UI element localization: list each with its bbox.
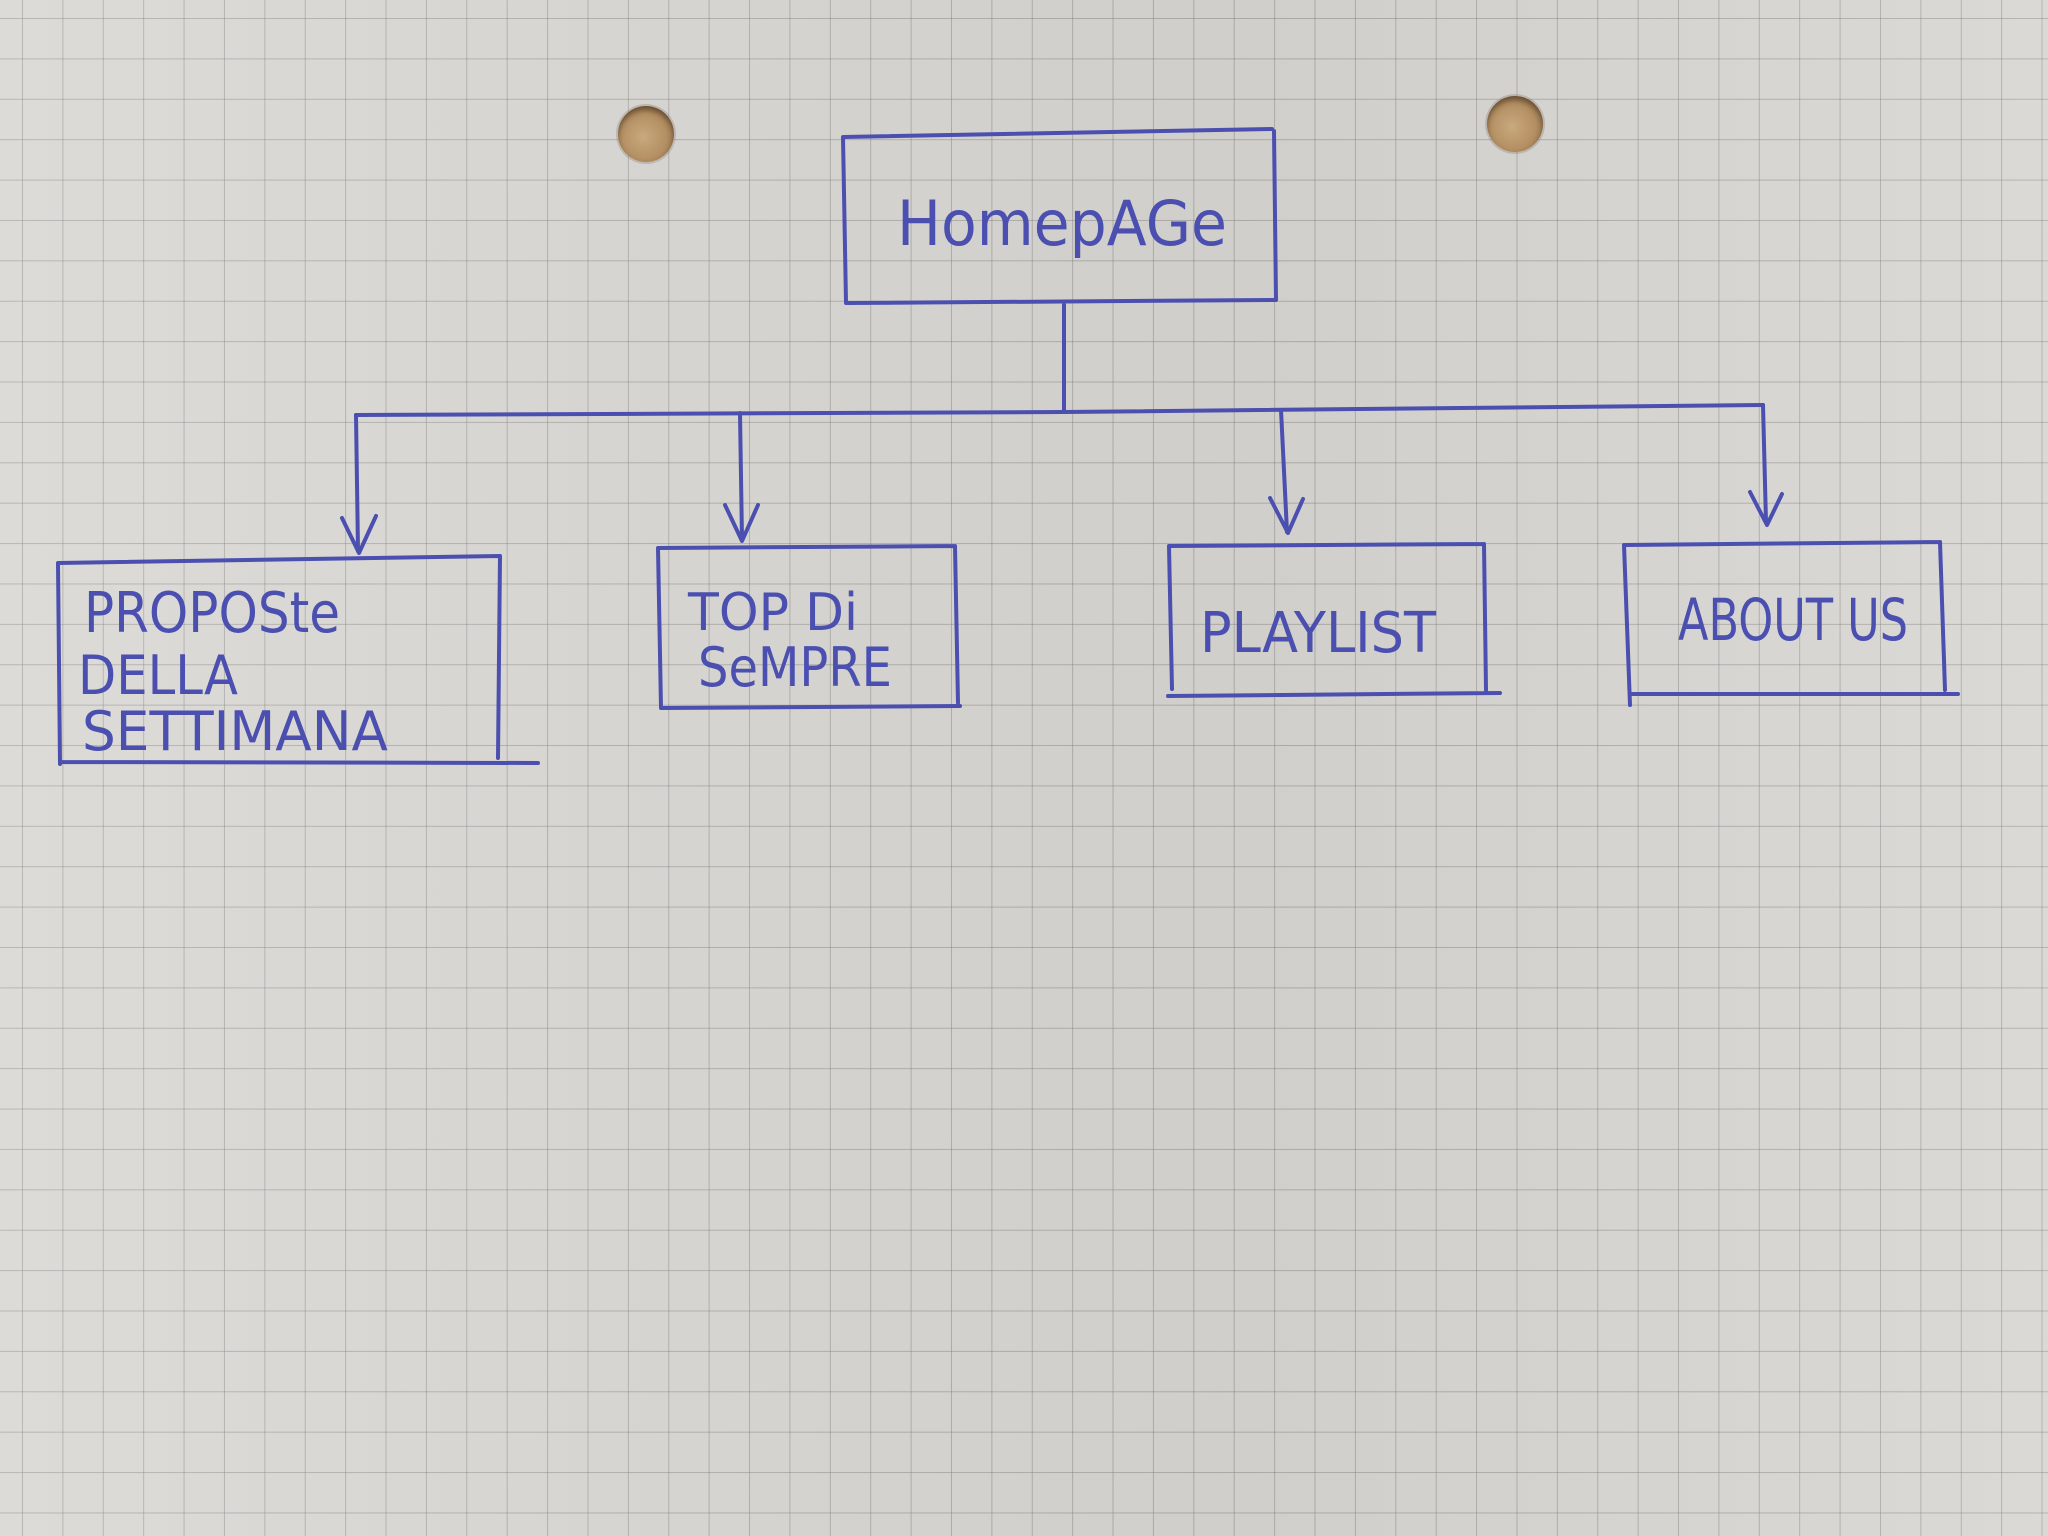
connector-to-playlist <box>1279 408 1289 534</box>
child-node-label-line: SETTIMANA <box>82 700 388 763</box>
child-node-top-di-sempre: TOP Di SeMPRE <box>656 544 962 710</box>
root-node: HomepAGe <box>841 127 1278 305</box>
child-node-label-line: PLAYLIST <box>1200 601 1437 666</box>
child-node-label-line: ABOUT US <box>1678 586 1908 654</box>
punch-hole-right <box>1487 96 1543 152</box>
child-node-playlist: PLAYLIST <box>1166 542 1502 698</box>
child-node-about-us: ABOUT US <box>1622 540 1960 707</box>
child-node-box <box>656 544 962 710</box>
connector-to-proposte <box>354 413 360 553</box>
punch-hole-left <box>618 106 674 162</box>
child-node-box <box>56 554 540 766</box>
arrowhead-proposte <box>340 514 378 555</box>
child-node-label-line: DELLA <box>78 644 238 707</box>
connector-to-top <box>738 411 744 542</box>
root-node-label: HomepAGe <box>897 187 1227 260</box>
arrowhead-top <box>723 503 760 543</box>
arrowhead-aboutus <box>1748 490 1784 527</box>
child-node-box <box>1166 542 1502 698</box>
arrowhead-playlist <box>1268 496 1305 535</box>
child-node-proposte: PROPOSte DELLA SETTIMANA <box>56 554 540 766</box>
child-node-label-line: TOP Di <box>687 583 858 643</box>
connectors <box>340 303 1784 555</box>
child-node-label-line: SeMPRE <box>698 636 892 699</box>
child-node-box <box>1622 540 1960 707</box>
horizontal-bus <box>354 403 1765 417</box>
child-node-label-line: PROPOSte <box>84 581 340 646</box>
root-node-box <box>841 127 1278 305</box>
connector-to-aboutus <box>1761 403 1768 524</box>
